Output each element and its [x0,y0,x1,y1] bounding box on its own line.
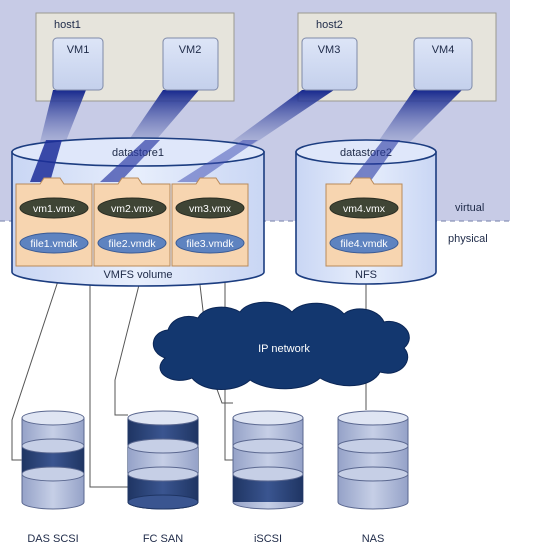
nas-disk: NAS [337,410,409,545]
line-fc-san-1 [89,281,128,488]
das-scsi-label: DAS SCSI [27,533,78,545]
vm3-vmx: vm3.vmx [189,203,232,215]
file1-vmdk: file1.vmdk [30,238,78,250]
vm2-vmx: vm2.vmx [111,203,154,215]
das-scsi-disk: DAS SCSI [21,410,85,545]
vm4-vmx: vm4.vmx [343,203,386,215]
vm4-box: VM4 [413,37,473,91]
virtual-label: virtual [455,202,484,214]
host1-label: host1 [54,19,81,31]
nfs-label: NFS [355,269,377,281]
storage-connections [11,280,367,488]
vm3-label: VM3 [318,44,341,56]
vmfs-volume-label: VMFS volume [103,269,172,281]
ip-network-cloud: IP network [152,301,410,390]
vm4-folder: vm4.vmx file4.vmdk [325,177,403,267]
host2-label: host2 [316,19,343,31]
nas-label: NAS [362,533,385,545]
vm1-folder: vm1.vmx file1.vmdk [15,177,93,267]
vm1-box: VM1 [52,37,104,91]
vm-beams-front [30,140,400,182]
vm3-folder: vm3.vmx file3.vmdk [171,177,249,267]
vm3-box: VM3 [301,37,358,91]
fc-san-disk: FC SAN [127,410,199,545]
fc-san-label: FC SAN [143,533,183,545]
vm2-folder: vm2.vmx file2.vmdk [93,177,171,267]
ip-network-label: IP network [258,343,310,355]
vm4-label: VM4 [432,44,455,56]
file4-vmdk: file4.vmdk [340,238,388,250]
line-das-scsi [11,280,59,461]
iscsi-disk: iSCSI [232,410,304,545]
iscsi-label: iSCSI [254,533,282,545]
vm2-label: VM2 [179,44,202,56]
file2-vmdk: file2.vmdk [108,238,156,250]
vm2-box: VM2 [162,37,219,91]
physical-label: physical [448,233,488,245]
line-fc-san-2 [114,280,141,416]
vm1-vmx: vm1.vmx [33,203,76,215]
vm1-label: VM1 [67,44,90,56]
file3-vmdk: file3.vmdk [186,238,234,250]
